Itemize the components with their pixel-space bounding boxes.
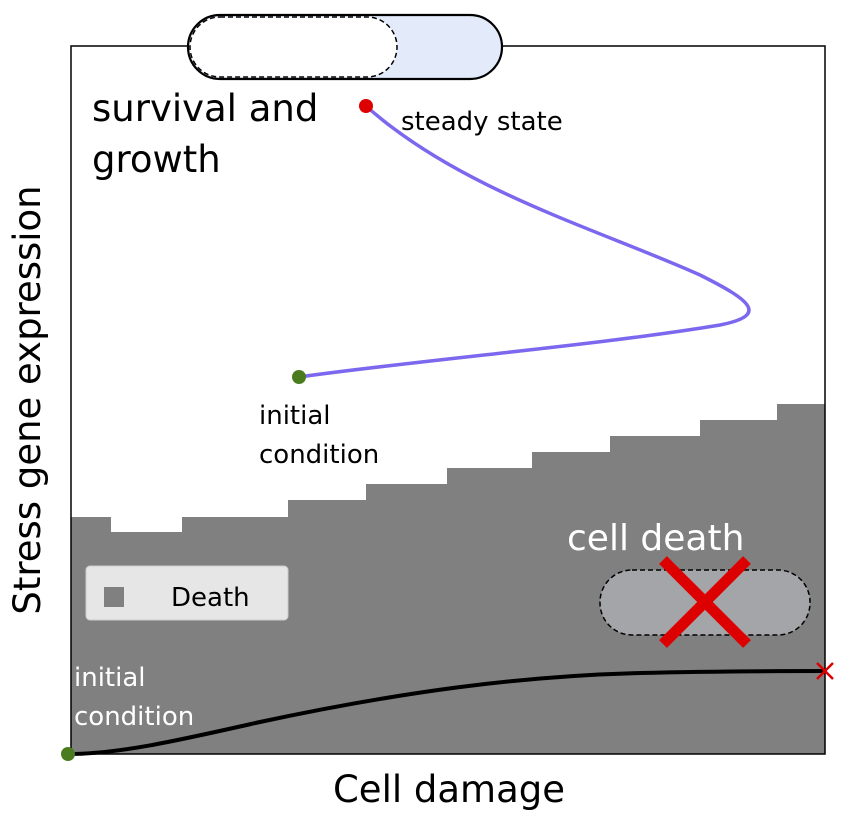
death-end-marker [816, 662, 834, 680]
initial-condition-marker-survival [292, 370, 306, 384]
death-region [71, 404, 825, 754]
cell-death-label: cell death [567, 518, 744, 559]
elongated-cell-icon [186, 13, 504, 81]
initial-condition-label-survival-line1: initial [259, 401, 331, 431]
initial-condition-label-death-line2: condition [74, 702, 194, 732]
survival-trajectory [298, 104, 751, 379]
dead-cell-icon [599, 556, 811, 648]
survival-label-line2: growth [92, 138, 221, 181]
legend: Death [85, 565, 289, 621]
initial-condition-label-survival-line2: condition [259, 440, 379, 470]
legend-swatch [104, 587, 124, 607]
y-axis-label: Stress gene expression [6, 185, 49, 614]
steady-state-label: steady state [401, 107, 563, 137]
x-axis-label: Cell damage [333, 768, 565, 811]
death-trajectory [67, 669, 826, 756]
legend-label: Death [171, 583, 250, 613]
survival-label-line1: survival and [92, 87, 318, 130]
initial-condition-label-death-line1: initial [74, 663, 146, 693]
steady-state-marker [359, 99, 373, 113]
initial-condition-marker-death [61, 747, 75, 761]
